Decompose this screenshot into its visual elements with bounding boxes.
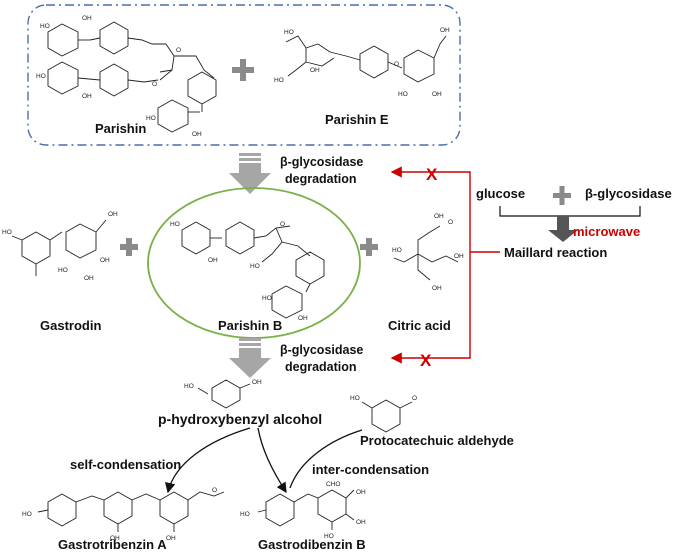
plus-icon (553, 186, 571, 205)
plus-icon (360, 238, 378, 256)
microwave-arrow (548, 216, 578, 242)
gastrodibenzin-b-label: Gastrodibenzin B (258, 537, 366, 552)
atom-oh: OH (432, 285, 442, 292)
gastrodibenzin-b-structure: HO CHO OH HO OH (240, 481, 366, 540)
atom-ho: HO (250, 263, 260, 270)
parishin-structure: HO OH HO OH HO OH O O (36, 15, 217, 138)
self-condensation-label: self-condensation (70, 457, 181, 472)
atom-o: O (176, 47, 181, 54)
gastrodin-structure: HO OH HO OH OH (2, 211, 118, 282)
gastrotribenzin-a-structure: HO OH OH O (22, 487, 225, 542)
reactant-bracket (499, 206, 641, 217)
atom-oh: OH (82, 93, 92, 100)
atom-ho: HO (392, 247, 402, 254)
atom-oh: OH (108, 211, 118, 218)
atom-oh: OH (432, 91, 442, 98)
degradation-2-line1: β-glycosidase (280, 343, 363, 357)
atom-oh: OH (356, 489, 366, 496)
inter-condensation-label: inter-condensation (312, 462, 429, 477)
atom-o: O (448, 219, 453, 226)
atom-oh: OH (100, 257, 110, 264)
glucose-label: glucose (476, 186, 525, 201)
atom-ho: HO (350, 395, 360, 402)
atom-ho: HO (262, 295, 272, 302)
inter-condensation-arrow-b (289, 429, 363, 489)
atom-oh: OH (166, 535, 176, 542)
parishin-label: Parishin (95, 121, 146, 136)
atom-ho: HO (184, 383, 194, 390)
parishin-b-structure: HO OH HO HO OH O (170, 221, 325, 322)
atom-oh: OH (310, 67, 320, 74)
inter-condensation-arrow-a (257, 427, 287, 494)
parishin-group-box (27, 4, 461, 146)
atom-o: O (280, 221, 285, 228)
protocatechuic-aldehyde-label: Protocatechuic aldehyde (360, 433, 514, 448)
degradation-2-line2: degradation (285, 360, 357, 374)
degradation-1-line1: β-glycosidase (280, 155, 363, 169)
degradation-arrow-1 (229, 153, 271, 194)
plus-icon (120, 238, 138, 256)
beta-glycosidase-label: β-glycosidase (585, 186, 672, 201)
atom-o: O (412, 395, 417, 402)
atom-oh: OH (208, 257, 218, 264)
gastrodin-label: Gastrodin (40, 318, 101, 333)
protocatechuic-aldehyde-structure: HO O (350, 395, 417, 433)
atom-oh: OH (356, 519, 366, 526)
atom-ho: HO (274, 77, 284, 84)
atom-oh: OH (192, 131, 202, 138)
microwave-label: microwave (573, 224, 640, 239)
plus-icon (232, 59, 254, 81)
inhibition-arrow-1 (390, 166, 471, 252)
block-mark-2: X (420, 351, 432, 370)
atom-o: O (212, 487, 217, 494)
atom-cho: CHO (326, 481, 340, 488)
inhibition-arrow-2 (390, 252, 471, 364)
atom-oh: OH (84, 275, 94, 282)
atom-ho: HO (170, 221, 180, 228)
atom-ho: HO (36, 73, 46, 80)
degradation-arrow-2 (229, 338, 271, 378)
gastrotribenzin-a-label: Gastrotribenzin A (58, 537, 167, 552)
atom-o: O (152, 81, 157, 88)
parishin-e-structure: HO HO OH OH HO OH O (274, 27, 450, 98)
atom-ho: HO (324, 533, 334, 540)
p-hydroxybenzyl-alcohol-structure: HO OH (184, 379, 262, 409)
atom-oh: OH (454, 253, 464, 260)
citric-acid-label: Citric acid (388, 318, 451, 333)
atom-ho: HO (284, 29, 294, 36)
atom-ho: HO (240, 511, 250, 518)
parishin-e-label: Parishin E (325, 112, 389, 127)
atom-oh: OH (434, 213, 444, 220)
atom-oh: OH (252, 379, 262, 386)
maillard-reaction-label: Maillard reaction (504, 245, 607, 260)
parishin-b-label: Parishin B (218, 318, 282, 333)
atom-oh: OH (82, 15, 92, 22)
atom-ho: HO (2, 229, 12, 236)
atom-oh: OH (440, 27, 450, 34)
atom-ho: HO (22, 511, 32, 518)
atom-ho: HO (58, 267, 68, 274)
citric-acid-structure: O OH HO OH OH (392, 213, 464, 292)
atom-ho: HO (146, 115, 156, 122)
degradation-1-line2: degradation (285, 172, 357, 186)
atom-o: O (394, 61, 399, 68)
self-condensation-arrow (165, 427, 251, 494)
p-hydroxybenzyl-alcohol-label: p-hydroxybenzyl alcohol (158, 411, 322, 427)
atom-ho: HO (40, 23, 50, 30)
atom-oh: OH (110, 535, 120, 542)
atom-ho: HO (398, 91, 408, 98)
block-mark-1: X (426, 165, 438, 184)
atom-oh: OH (298, 315, 308, 322)
